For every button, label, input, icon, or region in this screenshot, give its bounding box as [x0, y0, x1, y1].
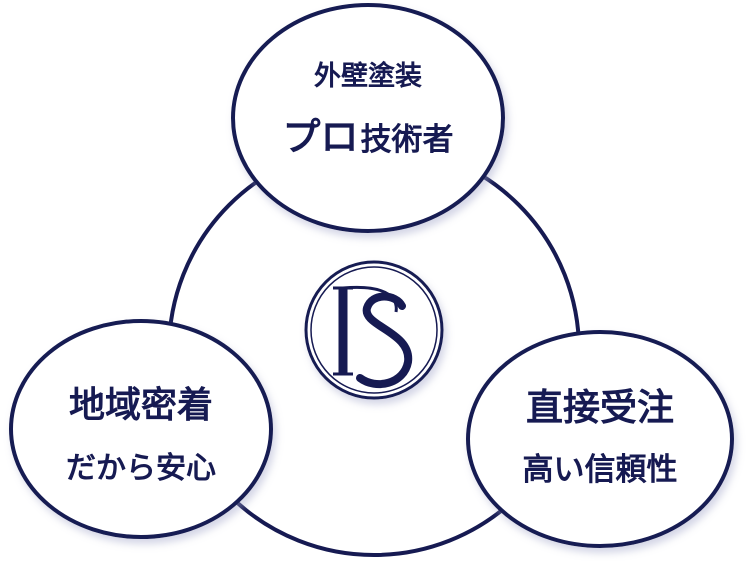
node-top-line2-big: プロ: [282, 115, 358, 159]
center-logo: [304, 260, 444, 400]
node-top: 外壁塗装 プロ技術者: [231, 3, 505, 233]
node-left-line2: だから安心: [66, 451, 216, 486]
node-left-line1: 地域密着: [69, 384, 213, 426]
node-left: 地域密着 だから安心: [9, 319, 273, 539]
node-top-line2-small: 技術者: [361, 122, 454, 158]
ds-monogram-logo: [333, 285, 413, 389]
node-top-line1: 外壁塗装: [314, 60, 422, 92]
node-right-line1: 直接受注: [526, 386, 674, 429]
node-right: 直接受注 高い信頼性: [466, 330, 734, 548]
node-right-line2: 高い信頼性: [523, 452, 678, 488]
node-top-line2: プロ技術者: [282, 115, 453, 159]
